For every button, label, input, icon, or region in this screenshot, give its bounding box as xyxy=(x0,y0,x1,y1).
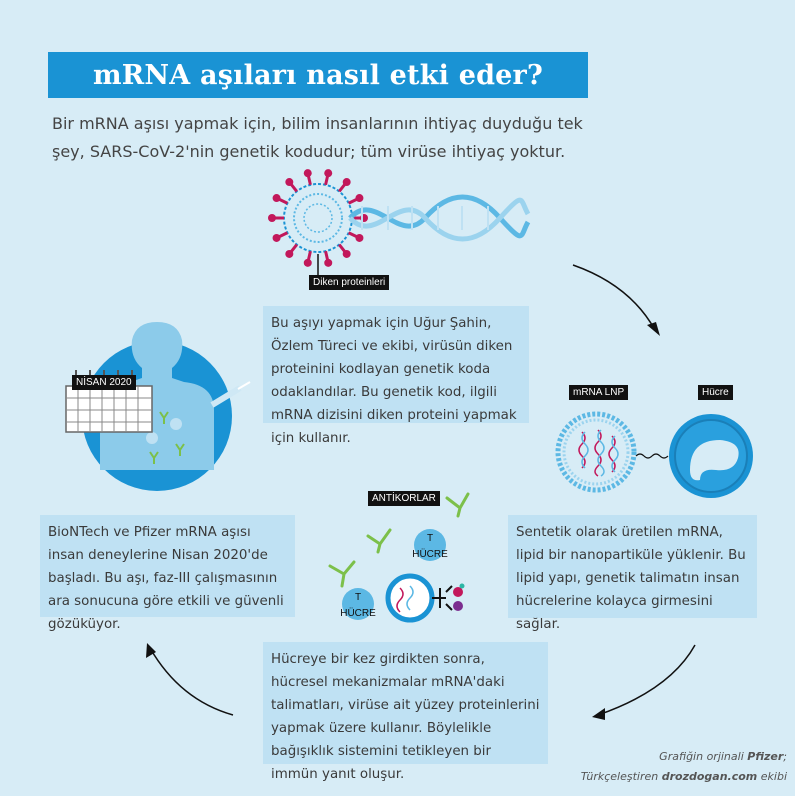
arrowhead-1 xyxy=(647,322,660,336)
spike-tip-icon xyxy=(342,178,351,187)
title-bar: mRNA aşıları nasıl etki eder? xyxy=(48,52,588,98)
spike-tip-icon xyxy=(355,233,364,242)
spike-tip-icon xyxy=(342,249,351,258)
spike-tip-icon xyxy=(272,194,281,203)
cell-icon xyxy=(669,414,753,498)
arrow-top-right xyxy=(572,264,656,331)
arrow-bottom-left xyxy=(149,647,234,716)
credit: Grafiğin orjinali Pfizer; Türkçeleştiren… xyxy=(581,747,787,787)
credit-brand-2: drozdogan.com xyxy=(661,770,758,783)
spike-tip-icon xyxy=(285,249,294,258)
step-research-text: Bu aşıyı yapmak için Uğur Şahin, Özlem T… xyxy=(263,306,529,446)
arrow-bottom-right xyxy=(597,644,696,716)
spike-tip-icon xyxy=(324,258,333,267)
step-delivery-text: Sentetik olarak üretilen mRNA, lipid bir… xyxy=(508,515,757,632)
t-cell-letter: T xyxy=(355,592,361,603)
lnp-tag: mRNA LNP xyxy=(569,385,629,400)
credit-line-2: Türkçeleştiren drozdogan.com ekibi xyxy=(581,767,787,787)
t-cell-label: HÜCRE xyxy=(412,548,448,560)
credit-line-1: Grafiğin orjinali Pfizer; xyxy=(581,747,787,767)
credit-suffix-1: ; xyxy=(783,750,787,763)
spike-tip-icon xyxy=(303,258,312,267)
spike-proteins-tag: Diken proteinleri xyxy=(309,275,390,290)
lipid-nanoparticle-icon xyxy=(555,411,669,493)
credit-prefix-1: Grafiğin orjinali xyxy=(659,750,748,763)
t-cell-label: HÜCRE xyxy=(340,607,376,619)
step-trials-text: BioNTech ve Pfizer mRNA aşısı insan dene… xyxy=(40,515,295,632)
antibodies-tag: ANTİKORLAR xyxy=(368,491,440,506)
t-cell-icon-1: T HÜCRE xyxy=(412,529,448,561)
rna-helix-icon xyxy=(348,194,531,242)
arrowhead-3 xyxy=(146,643,156,658)
spike-tip-icon xyxy=(324,169,333,178)
spike-tip-icon xyxy=(285,178,294,187)
t-cell-letter: T xyxy=(427,533,433,544)
credit-prefix-2: Türkçeleştiren xyxy=(580,770,662,783)
page-title: mRNA aşıları nasıl etki eder? xyxy=(93,59,543,91)
spike-tip-icon xyxy=(268,214,276,222)
spike-tip-icon xyxy=(355,194,364,203)
spike-tip-icon xyxy=(272,233,281,242)
arrowhead-2 xyxy=(592,708,605,720)
calendar-tag: NİSAN 2020 xyxy=(72,375,136,390)
credit-suffix-2: ekibi xyxy=(757,770,787,783)
calendar-icon xyxy=(65,370,153,433)
infected-cell-icon xyxy=(385,573,465,623)
spike-tip-icon xyxy=(303,169,312,178)
antibody-icons xyxy=(328,492,470,588)
t-cell-icon-2: T HÜCRE xyxy=(340,588,376,620)
cell-tag: Hücre xyxy=(698,385,733,400)
step-response-text: Hücreye bir kez girdikten sonra, hücrese… xyxy=(263,642,548,782)
intro-text: Bir mRNA aşısı yapmak için, bilim insanl… xyxy=(52,114,583,161)
credit-brand-1: Pfizer xyxy=(747,750,784,763)
cycle-arrows xyxy=(149,264,696,716)
